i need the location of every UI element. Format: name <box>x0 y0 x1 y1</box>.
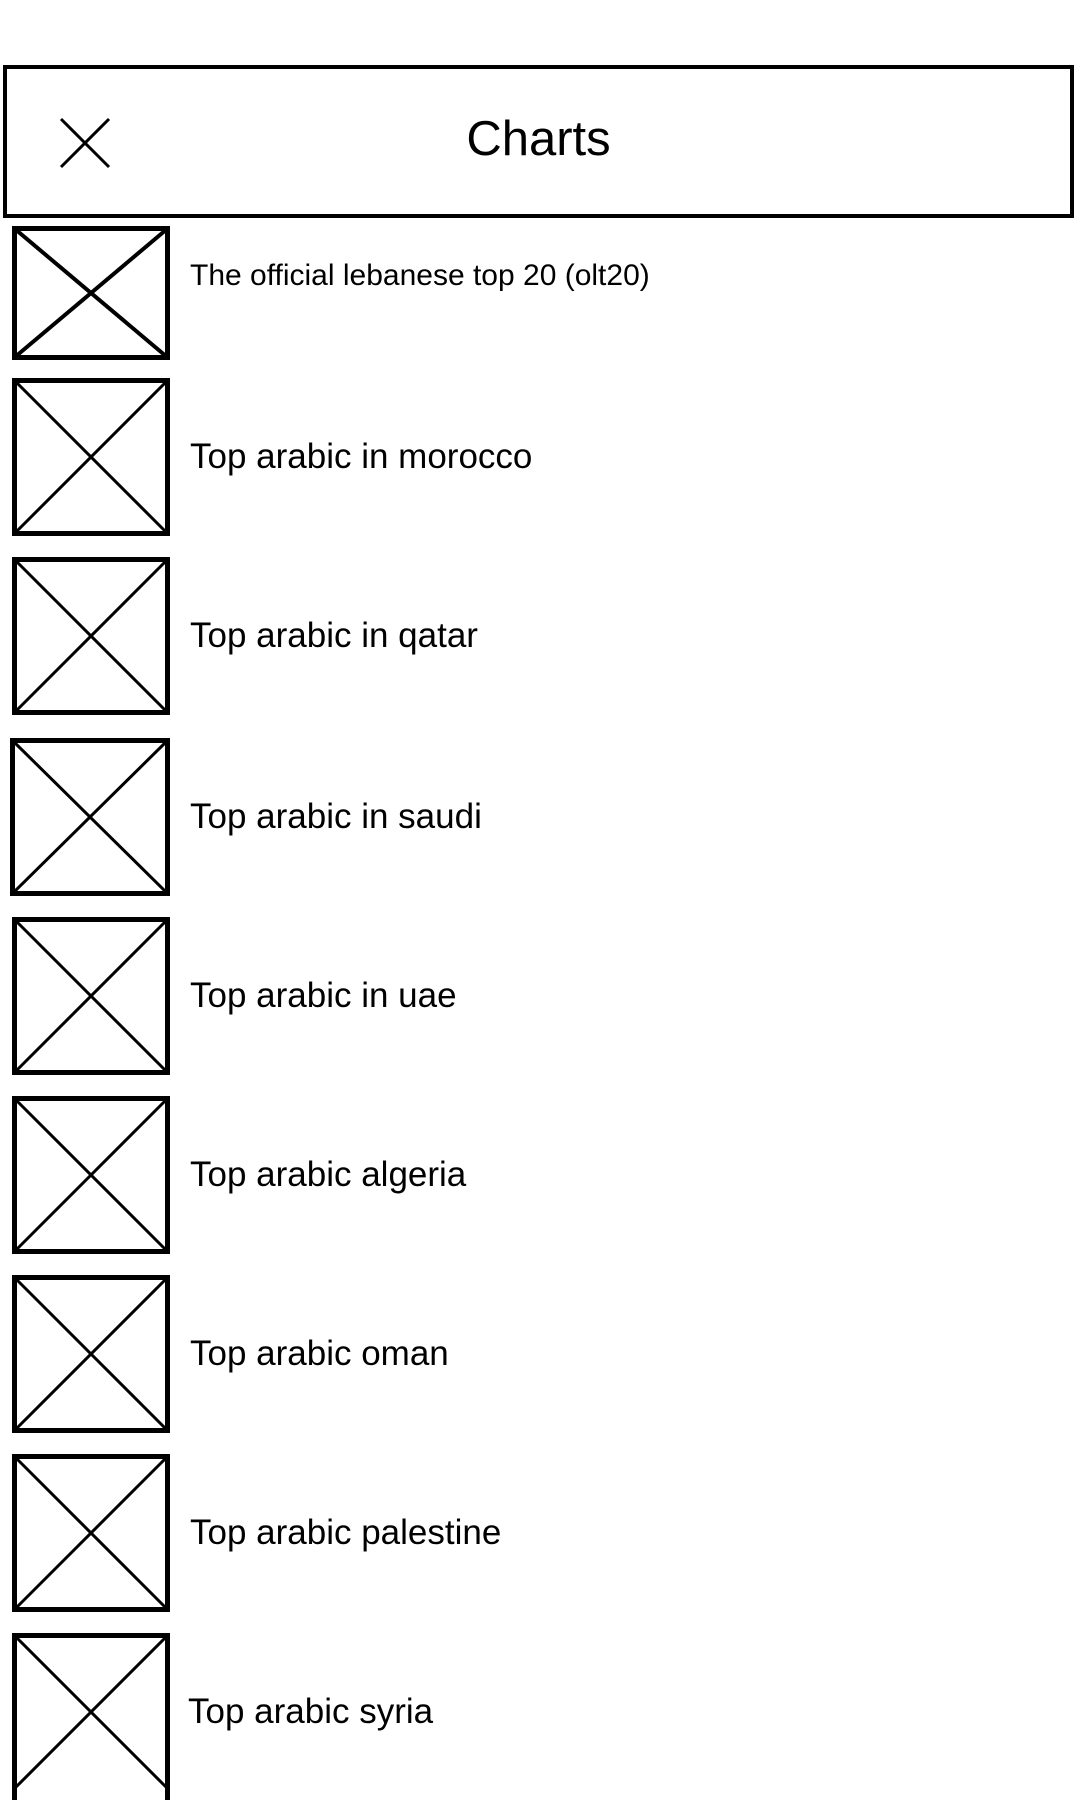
close-icon <box>55 113 115 173</box>
chart-list-item[interactable]: Top arabic syria <box>0 1633 1080 1800</box>
image-placeholder-icon <box>12 1275 170 1433</box>
chart-list-item[interactable]: Top arabic in saudi <box>0 738 1080 898</box>
chart-list-item[interactable]: The official lebanese top 20 (olt20) <box>0 202 1080 360</box>
close-button[interactable] <box>55 113 115 173</box>
image-placeholder-icon <box>12 1633 170 1800</box>
image-placeholder-icon <box>12 226 170 360</box>
chart-list-item[interactable]: Top arabic algeria <box>0 1096 1080 1256</box>
chart-list-item[interactable]: Top arabic oman <box>0 1275 1080 1435</box>
image-placeholder-icon <box>12 1454 170 1612</box>
chart-list-item[interactable]: Top arabic in uae <box>0 917 1080 1077</box>
chart-title: Top arabic palestine <box>190 1513 502 1552</box>
chart-title: Top arabic in qatar <box>190 616 478 655</box>
chart-title: The official lebanese top 20 (olt20) <box>190 259 650 292</box>
image-placeholder-icon <box>12 557 170 715</box>
image-placeholder-icon <box>12 378 170 536</box>
image-placeholder-icon <box>12 917 170 1075</box>
chart-list-item[interactable]: Top arabic in morocco <box>0 378 1080 538</box>
chart-title: Top arabic syria <box>188 1692 434 1731</box>
top-app-bar: Charts <box>3 65 1074 218</box>
chart-title: Top arabic in morocco <box>190 437 533 476</box>
chart-title: Top arabic in uae <box>190 976 457 1015</box>
page-title: Charts <box>466 112 611 166</box>
chart-title: Top arabic in saudi <box>190 797 482 836</box>
chart-list-item[interactable]: Top arabic palestine <box>0 1454 1080 1614</box>
chart-list-item[interactable]: Top arabic in qatar <box>0 557 1080 717</box>
chart-title: Top arabic oman <box>190 1334 449 1373</box>
chart-title: Top arabic algeria <box>190 1155 467 1194</box>
image-placeholder-icon <box>12 1096 170 1254</box>
image-placeholder-icon <box>10 738 170 896</box>
